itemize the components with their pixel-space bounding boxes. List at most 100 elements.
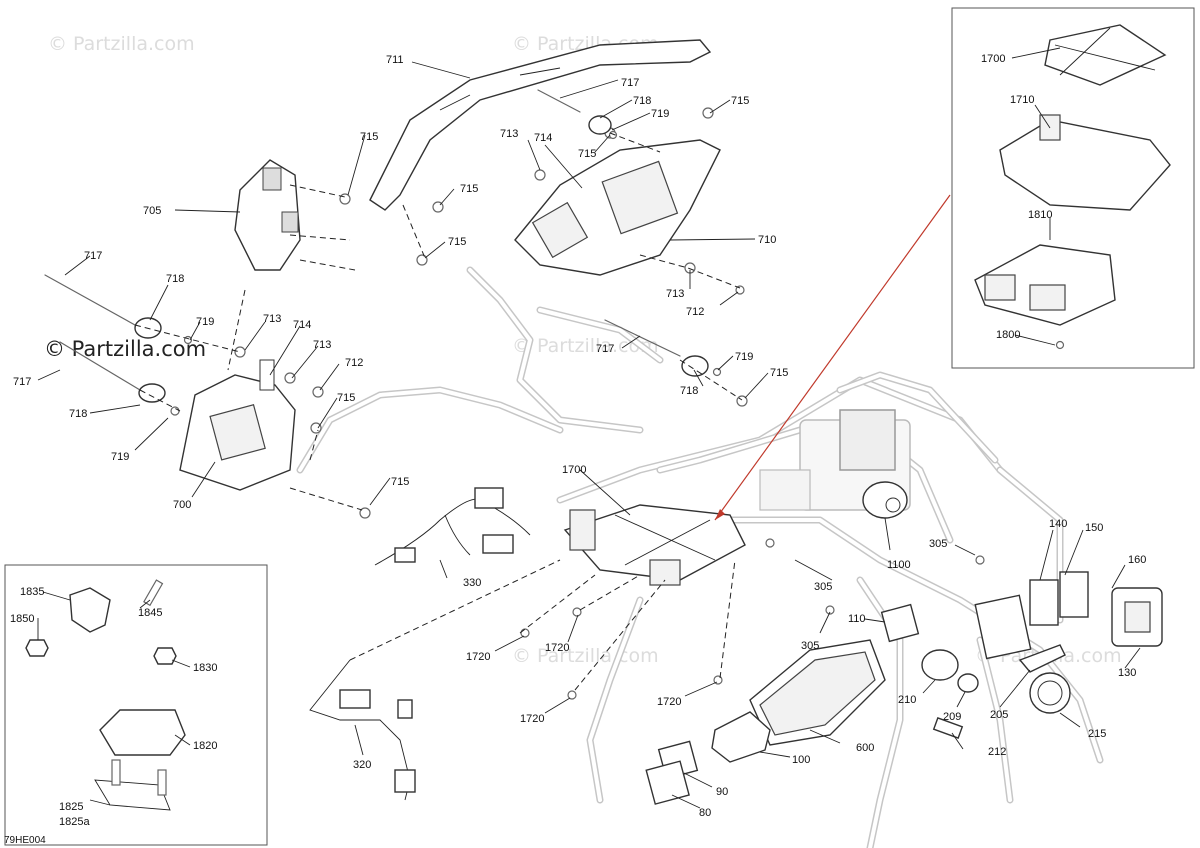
callout-718: 718: [166, 273, 184, 285]
callout-719: 719: [735, 351, 753, 363]
callout-718: 718: [69, 408, 87, 420]
callout-1720: 1720: [520, 713, 544, 725]
callout-713: 713: [263, 313, 281, 325]
callout-205: 205: [990, 709, 1008, 721]
callout-712: 712: [345, 357, 363, 369]
callout-320: 320: [353, 759, 371, 771]
callout-715: 715: [360, 131, 378, 143]
callout-1835: 1835: [20, 586, 44, 598]
callout-712: 712: [686, 306, 704, 318]
callout-718: 718: [633, 95, 651, 107]
callout-717: 717: [13, 376, 31, 388]
callout-209: 209: [943, 711, 961, 723]
callout-715: 715: [578, 148, 596, 160]
callout-330: 330: [463, 577, 481, 589]
watermark-dark: © Partzilla.com: [44, 337, 206, 361]
callout-1720: 1720: [466, 651, 490, 663]
callout-718: 718: [680, 385, 698, 397]
callout-710: 710: [758, 234, 776, 246]
part-209: [957, 673, 979, 693]
callout-100: 100: [792, 754, 810, 766]
leader-lines: [37, 47, 1141, 809]
bracket-705: [234, 159, 301, 271]
callout-714: 714: [293, 319, 311, 331]
callout-715: 715: [770, 367, 788, 379]
switch-100: [711, 711, 771, 763]
harness-330: [374, 487, 531, 566]
callout-711: 711: [386, 54, 404, 66]
callout-labels: 711 717 718 719 715 715 713 714 715 715 …: [10, 53, 1146, 828]
callout-1720: 1720: [545, 642, 569, 654]
callout-600: 600: [856, 742, 874, 754]
callout-80: 80: [699, 807, 711, 819]
callout-305: 305: [801, 640, 819, 652]
callout-140: 140: [1049, 518, 1067, 530]
callout-110: 110: [848, 613, 866, 625]
callout-713: 713: [313, 339, 331, 351]
callout-714: 714: [534, 132, 552, 144]
callout-215: 215: [1088, 728, 1106, 740]
part-210: [921, 649, 959, 681]
diagram-code: 79HE004: [4, 835, 46, 846]
callout-1850: 1850: [10, 613, 34, 625]
callout-719: 719: [196, 316, 214, 328]
inset-sensor-detail: [4, 564, 268, 846]
callout-719: 719: [111, 451, 129, 463]
gauge-cluster-600: [749, 639, 886, 746]
callout-713: 713: [500, 128, 518, 140]
detail-indicator-arrow: [715, 509, 725, 520]
callout-700: 700: [173, 499, 191, 511]
callout-1720: 1720: [657, 696, 681, 708]
callout-1820: 1820: [193, 740, 217, 752]
callout-210: 210: [898, 694, 916, 706]
callout-1825: 1825: [59, 801, 83, 813]
callout-715: 715: [448, 236, 466, 248]
callout-1825a: 1825a: [59, 816, 90, 828]
part-212: [932, 717, 964, 739]
callout-305: 305: [814, 581, 832, 593]
watermark: © Partzilla.com: [48, 33, 195, 55]
callout-713: 713: [666, 288, 684, 300]
callout-130: 130: [1118, 667, 1136, 679]
module-bracket-710: [514, 139, 721, 276]
callout-305: 305: [929, 538, 947, 550]
module-700: [179, 359, 296, 491]
upper-bracket-711: [369, 39, 712, 211]
callout-1800: 1800: [996, 329, 1020, 341]
part-205: [1018, 644, 1066, 673]
callout-719: 719: [651, 108, 669, 120]
harness-320: [309, 659, 416, 801]
switches-140-150: [974, 571, 1089, 660]
connector-1100: [862, 481, 908, 519]
watermark: © Partzilla.com: [512, 335, 659, 357]
callout-715: 715: [460, 183, 478, 195]
inset-ecm-detail: [951, 7, 1195, 369]
callout-715: 715: [337, 392, 355, 404]
callout-160: 160: [1128, 554, 1146, 566]
callout-705: 705: [143, 205, 161, 217]
callout-90: 90: [716, 786, 728, 798]
callout-1710: 1710: [1010, 94, 1034, 106]
switch-80: [645, 760, 690, 805]
callout-1845: 1845: [138, 607, 162, 619]
hardware: [44, 89, 985, 700]
callout-1810: 1810: [1028, 209, 1052, 221]
callout-1830: 1830: [193, 662, 217, 674]
module-bracket-1700: [563, 504, 746, 586]
callout-717: 717: [84, 250, 102, 262]
switch-160: [1111, 587, 1163, 647]
callout-717: 717: [596, 343, 614, 355]
callout-717: 717: [621, 77, 639, 89]
callout-1700: 1700: [562, 464, 586, 476]
watermark: © Partzilla.com: [512, 645, 659, 667]
callout-212: 212: [988, 746, 1006, 758]
callout-715: 715: [731, 95, 749, 107]
detail-indicator-line: [714, 194, 951, 521]
part-215: [1029, 672, 1071, 714]
callout-1100: 1100: [887, 559, 911, 571]
callout-150: 150: [1085, 522, 1103, 534]
callout-1700: 1700: [981, 53, 1005, 65]
part-110: [880, 603, 920, 643]
callout-715: 715: [391, 476, 409, 488]
